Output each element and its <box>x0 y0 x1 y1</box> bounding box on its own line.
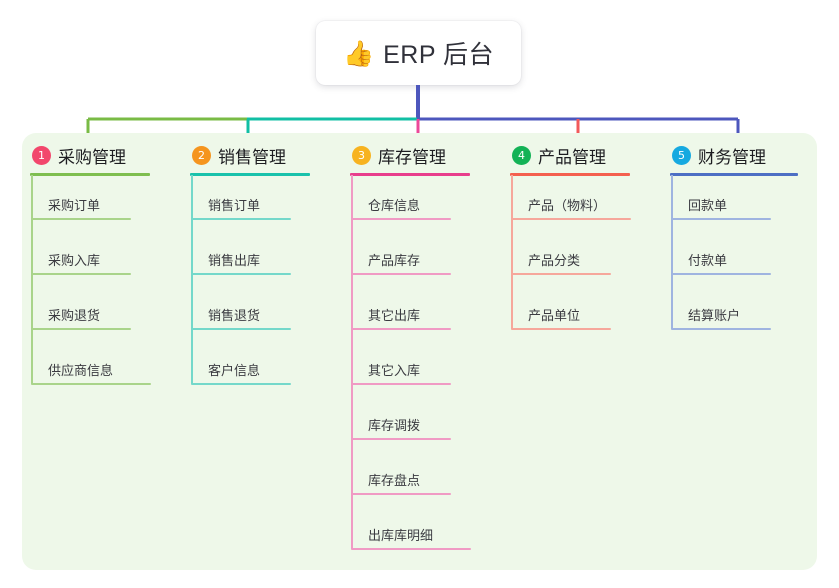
branch-leaf-underline <box>671 218 771 220</box>
branch-leaf-item[interactable]: 产品库存 <box>351 250 451 275</box>
branch-leaf-label: 付款单 <box>688 253 728 268</box>
branch-leaf-item[interactable]: 产品分类 <box>511 250 611 275</box>
branch-leaf-item[interactable]: 采购退货 <box>31 305 131 330</box>
branch-leaf-label: 产品（物料） <box>528 198 607 213</box>
branch-number-badge: 4 <box>512 146 531 165</box>
branch-header-underline <box>350 173 470 176</box>
branch-title: 财务管理 <box>698 148 766 167</box>
branch-leaf-item[interactable]: 产品单位 <box>511 305 611 330</box>
branch-leaf-underline <box>351 383 451 385</box>
branch-leaf-item[interactable]: 销售出库 <box>191 250 291 275</box>
branch-columns: 1 采购管理采购订单采购入库采购退货供应商信息 2 销售管理销售订单销售出库销售退货客… <box>22 133 817 570</box>
branch-header-5[interactable]: 5 财务管理 <box>672 143 766 168</box>
branch-leaf-underline <box>511 273 611 275</box>
branch-header-2[interactable]: 2 销售管理 <box>192 143 286 168</box>
branch-header-3[interactable]: 3 库存管理 <box>352 143 446 168</box>
branch-title: 产品管理 <box>538 148 606 167</box>
branch-leaf-label: 客户信息 <box>208 363 261 378</box>
branch-leaf-underline <box>511 328 611 330</box>
thumbs-up-icon: 👍 <box>342 38 375 68</box>
branch-leaf-underline <box>671 328 771 330</box>
branch-leaf-underline <box>31 273 131 275</box>
branch-leaf-label: 供应商信息 <box>48 363 114 378</box>
branch-leaf-underline <box>191 328 291 330</box>
branch-number-badge: 3 <box>352 146 371 165</box>
branch-spine <box>31 175 33 384</box>
branch-leaf-label: 出库库明细 <box>368 528 434 543</box>
branch-leaf-label: 产品单位 <box>528 308 581 323</box>
branch-leaf-underline <box>191 218 291 220</box>
branch-spine <box>351 175 353 549</box>
branch-header-underline <box>30 173 150 176</box>
branch-number-badge: 2 <box>192 146 211 165</box>
branch-leaf-item[interactable]: 产品（物料） <box>511 195 631 220</box>
branch-leaf-item[interactable]: 客户信息 <box>191 360 291 385</box>
branch-spine <box>511 175 513 329</box>
branch-leaf-label: 采购入库 <box>48 253 101 268</box>
branch-leaf-item[interactable]: 付款单 <box>671 250 771 275</box>
branch-leaf-item[interactable]: 仓库信息 <box>351 195 451 220</box>
branch-number-badge: 1 <box>32 146 51 165</box>
branch-leaf-label: 库存盘点 <box>368 473 421 488</box>
branch-leaf-underline <box>31 328 131 330</box>
branch-leaf-label: 回款单 <box>688 198 728 213</box>
branch-leaf-underline <box>31 218 131 220</box>
branch-leaf-item[interactable]: 采购入库 <box>31 250 131 275</box>
branch-leaf-item[interactable]: 出库库明细 <box>351 525 471 550</box>
branch-leaf-label: 其它入库 <box>368 363 421 378</box>
branch-leaf-item[interactable]: 其它出库 <box>351 305 451 330</box>
branch-leaf-underline <box>351 328 451 330</box>
branch-leaf-item[interactable]: 供应商信息 <box>31 360 151 385</box>
branch-header-underline <box>670 173 798 176</box>
branch-leaf-item[interactable]: 结算账户 <box>671 305 771 330</box>
branch-leaf-underline <box>351 493 451 495</box>
branch-spine <box>671 175 673 329</box>
branch-leaf-label: 采购订单 <box>48 198 101 213</box>
branch-leaf-underline <box>351 438 451 440</box>
branch-leaf-underline <box>191 383 291 385</box>
branch-title: 销售管理 <box>218 148 286 167</box>
branch-leaf-underline <box>351 548 471 550</box>
branch-leaf-label: 采购退货 <box>48 308 101 323</box>
branch-leaf-underline <box>511 218 631 220</box>
branch-leaf-item[interactable]: 销售订单 <box>191 195 291 220</box>
branch-leaf-item[interactable]: 库存盘点 <box>351 470 451 495</box>
branch-leaf-label: 仓库信息 <box>368 198 421 213</box>
branch-leaf-label: 销售退货 <box>208 308 261 323</box>
root-node-title: ERP 后台 <box>383 41 495 69</box>
branch-title: 采购管理 <box>58 148 126 167</box>
branch-leaf-underline <box>31 383 151 385</box>
branch-leaf-underline <box>191 273 291 275</box>
branch-leaf-item[interactable]: 库存调拨 <box>351 415 451 440</box>
branch-leaf-item[interactable]: 采购订单 <box>31 195 131 220</box>
branch-leaf-item[interactable]: 回款单 <box>671 195 771 220</box>
branch-leaf-underline <box>351 218 451 220</box>
branches-panel <box>22 133 817 570</box>
branch-leaf-label: 库存调拨 <box>368 418 421 433</box>
branch-leaf-label: 销售订单 <box>208 198 261 213</box>
branch-header-4[interactable]: 4 产品管理 <box>512 143 606 168</box>
branch-leaf-item[interactable]: 销售退货 <box>191 305 291 330</box>
branch-leaf-underline <box>671 273 771 275</box>
branch-number-badge: 5 <box>672 146 691 165</box>
branch-leaf-label: 产品分类 <box>528 253 581 268</box>
branch-leaf-label: 结算账户 <box>688 308 741 323</box>
branch-leaf-label: 其它出库 <box>368 308 421 323</box>
branch-header-underline <box>510 173 630 176</box>
branch-title: 库存管理 <box>378 148 446 167</box>
root-node-erp-backend[interactable]: 👍 ERP 后台 <box>316 21 521 85</box>
branch-spine <box>191 175 193 384</box>
branch-leaf-label: 销售出库 <box>208 253 261 268</box>
branch-leaf-item[interactable]: 其它入库 <box>351 360 451 385</box>
branch-header-underline <box>190 173 310 176</box>
branch-leaf-label: 产品库存 <box>368 253 421 268</box>
branch-leaf-underline <box>351 273 451 275</box>
branch-header-1[interactable]: 1 采购管理 <box>32 143 126 168</box>
